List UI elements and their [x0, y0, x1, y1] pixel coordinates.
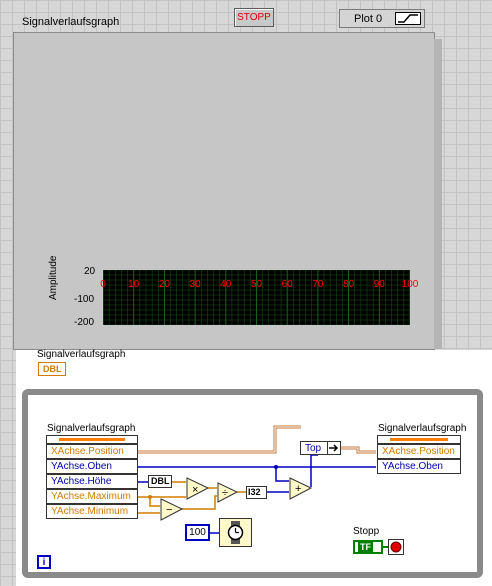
read-node-title: Signalverlaufsgraph	[47, 423, 136, 434]
stop-terminal[interactable]: TF	[353, 540, 383, 554]
subtract-symbol: −	[166, 504, 172, 516]
to-i32-conversion[interactable]: I32	[246, 486, 267, 499]
x-tick: 40	[220, 279, 232, 290]
plot-line-style-icon	[395, 12, 421, 25]
write-node-title: Signalverlaufsgraph	[378, 423, 467, 434]
plot-legend[interactable]: Plot 0	[339, 9, 425, 28]
wristwatch-icon	[227, 521, 244, 544]
x-tick: 20	[159, 279, 171, 290]
multiply-function[interactable]: ×	[186, 477, 210, 501]
stop-sign-icon	[390, 541, 402, 553]
property-node-item[interactable]: YAchse.Minimum	[46, 504, 138, 519]
to-double-conversion[interactable]: DBL	[148, 475, 172, 488]
read-node-header	[46, 435, 138, 444]
property-node-item[interactable]: YAchse.Oben	[46, 459, 138, 474]
divide-function[interactable]: ÷	[217, 482, 239, 504]
wait-function[interactable]	[219, 518, 252, 547]
plot-grid	[102, 269, 411, 326]
graph-terminal-label: Signalverlaufsgraph	[37, 349, 126, 360]
subtract-function[interactable]: −	[160, 498, 184, 522]
property-node-item[interactable]: XAchse.Position	[377, 444, 461, 459]
bundle-field-top[interactable]: Top	[300, 441, 328, 455]
y-tick: -100	[74, 294, 95, 305]
add-symbol: +	[295, 483, 301, 495]
property-node-item[interactable]: YAchse.Oben	[377, 459, 461, 474]
bundle-by-name-icon[interactable]	[327, 441, 341, 455]
divide-symbol: ÷	[222, 487, 228, 499]
x-tick: 70	[312, 279, 324, 290]
property-node-item[interactable]: YAchse.Maximum	[46, 489, 138, 504]
loop-condition-terminal[interactable]	[388, 539, 404, 555]
while-loop	[22, 389, 483, 578]
x-tick: 80	[343, 279, 355, 290]
plot-area[interactable]	[102, 269, 411, 326]
x-tick: 90	[374, 279, 386, 290]
plot-legend-name: Plot 0	[354, 13, 383, 25]
multiply-symbol: ×	[192, 484, 198, 496]
x-tick: 100	[402, 279, 419, 290]
x-tick: 10	[128, 279, 140, 290]
wait-ms-constant[interactable]: 100	[185, 524, 210, 541]
x-tick: 30	[190, 279, 202, 290]
stop-button[interactable]: STOPP	[234, 8, 274, 27]
property-node-item[interactable]: XAchse.Position	[46, 444, 138, 459]
graph-label: Signalverlaufsgraph	[22, 16, 120, 28]
y-tick: 20	[84, 266, 96, 277]
x-tick: 0	[100, 279, 106, 290]
graph-terminal[interactable]: DBL	[38, 362, 66, 376]
x-tick: 50	[251, 279, 263, 290]
stop-terminal-label: Stopp	[353, 526, 380, 537]
x-tick: 60	[282, 279, 294, 290]
property-node-item[interactable]: YAchse.Höhe	[46, 474, 138, 489]
add-function[interactable]: +	[289, 477, 313, 501]
write-node-header	[377, 435, 461, 444]
x-axis: 0 10 20 30 40 50 60 70 80 90 100	[100, 279, 419, 290]
iteration-terminal[interactable]: i	[37, 555, 51, 569]
y-tick: -200	[74, 317, 95, 328]
